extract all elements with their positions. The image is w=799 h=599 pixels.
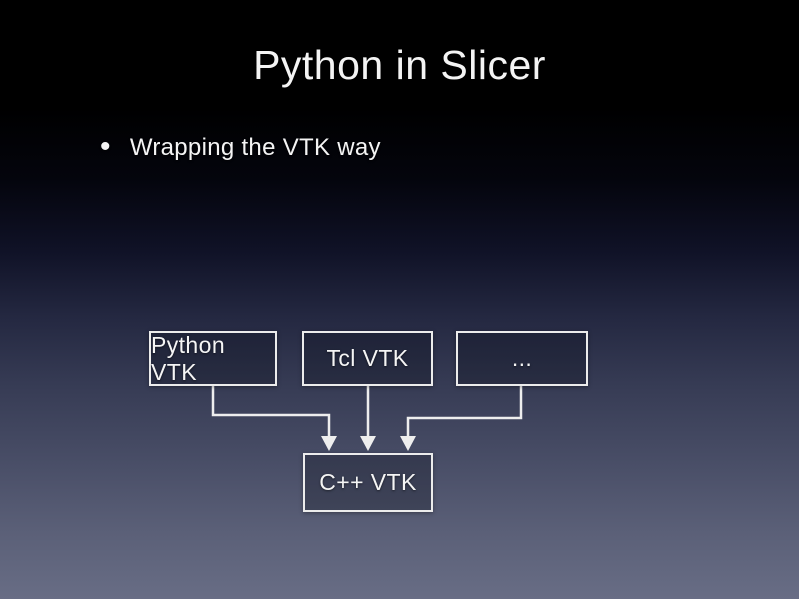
slide-title: Python in Slicer xyxy=(253,42,546,88)
bullet-icon: • xyxy=(100,130,111,163)
connector-tcl-vtk-to-cpp-vtk xyxy=(360,386,376,451)
diagram-box-cpp-vtk: C++ VTK xyxy=(303,453,433,512)
connector-ellipsis-to-cpp-vtk xyxy=(400,386,523,451)
diagram-box-tcl-vtk-label: Tcl VTK xyxy=(326,345,409,371)
diagram-box-cpp-vtk-label: C++ VTK xyxy=(319,469,417,495)
bullet-text: Wrapping the VTK way xyxy=(129,134,381,161)
diagram-box-ellipsis: ... xyxy=(456,331,588,386)
diagram-box-python-vtk-label: Python VTK xyxy=(151,331,226,385)
bullet-item: • Wrapping the VTK way xyxy=(100,130,381,163)
diagram-box-tcl-vtk: Tcl VTK xyxy=(302,331,433,386)
diagram-box-ellipsis-label: ... xyxy=(511,345,533,371)
diagram-box-python-vtk: Python VTK xyxy=(149,331,277,386)
connector-python-vtk-to-cpp-vtk xyxy=(211,386,337,451)
